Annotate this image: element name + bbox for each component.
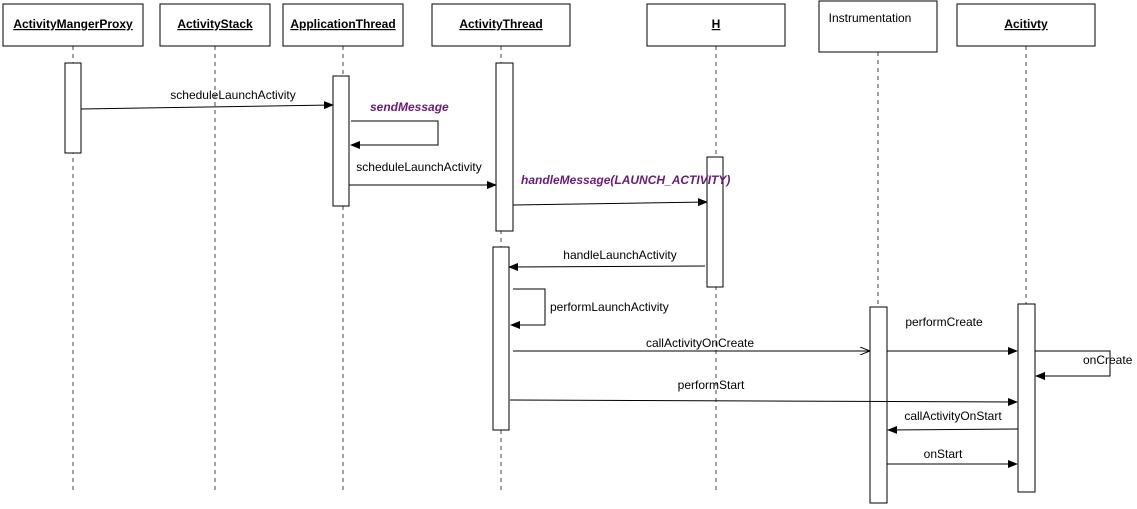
message-label: callActivityOnStart — [904, 409, 1002, 423]
participant-label: ActivityMangerProxy — [13, 17, 133, 31]
activation-instrumentation — [869, 306, 888, 504]
participant-label: H — [712, 17, 721, 31]
message-label: callActivityOnCreate — [646, 336, 754, 350]
participant-instrumentation[interactable]: Instrumentation — [818, 0, 938, 53]
message-label: scheduleLaunchActivity — [356, 160, 481, 174]
participant-label: Acitivty — [1004, 17, 1048, 31]
message-arrow-sendmessage — [350, 120, 439, 149]
activation-activitymangerproxy — [64, 62, 82, 154]
message-arrow-schedulelaunchactivity-1 — [80, 101, 334, 110]
participant-label: ActivityStack — [177, 17, 253, 31]
message-arrow-handlelaunchactivity — [508, 262, 706, 271]
message-label: performCreate — [905, 315, 983, 329]
participant-activitythread[interactable]: ActivityThread — [431, 3, 571, 47]
message-label: performLaunchActivity — [550, 300, 669, 314]
participant-label: Instrumentation — [829, 11, 912, 25]
participant-label: ActivityThread — [459, 17, 542, 31]
message-label: scheduleLaunchActivity — [170, 88, 295, 102]
activation-acitivty — [1017, 303, 1036, 493]
message-arrow-performstart — [509, 397, 1018, 406]
message-arrow-callactivityonstart — [887, 425, 1019, 434]
participant-activitystack[interactable]: ActivityStack — [159, 3, 271, 47]
message-label: handleLaunchActivity — [563, 248, 676, 262]
message-label: handleMessage(LAUNCH_ACTIVITY) — [521, 173, 730, 187]
message-arrow-oncreate — [1035, 350, 1111, 380]
participant-applicationthread[interactable]: ApplicationThread — [282, 3, 404, 47]
message-arrow-performlaunchactivity — [510, 288, 546, 329]
activation-activitythread-2 — [492, 246, 510, 431]
message-label: performStart — [678, 378, 745, 392]
activation-applicationthread — [332, 75, 350, 207]
message-arrow-handlemessage — [512, 198, 708, 207]
activation-h — [706, 156, 724, 288]
activation-activitythread-1 — [495, 62, 514, 232]
participant-acitivty[interactable]: Acitivty — [956, 3, 1096, 47]
message-label: onStart — [924, 447, 963, 461]
participant-label: ApplicationThread — [290, 17, 395, 31]
participant-h[interactable]: H — [646, 3, 786, 47]
participant-activitymangerproxy[interactable]: ActivityMangerProxy — [2, 3, 144, 47]
message-label: onCreate — [1083, 353, 1133, 367]
message-label: sendMessage — [370, 100, 449, 114]
